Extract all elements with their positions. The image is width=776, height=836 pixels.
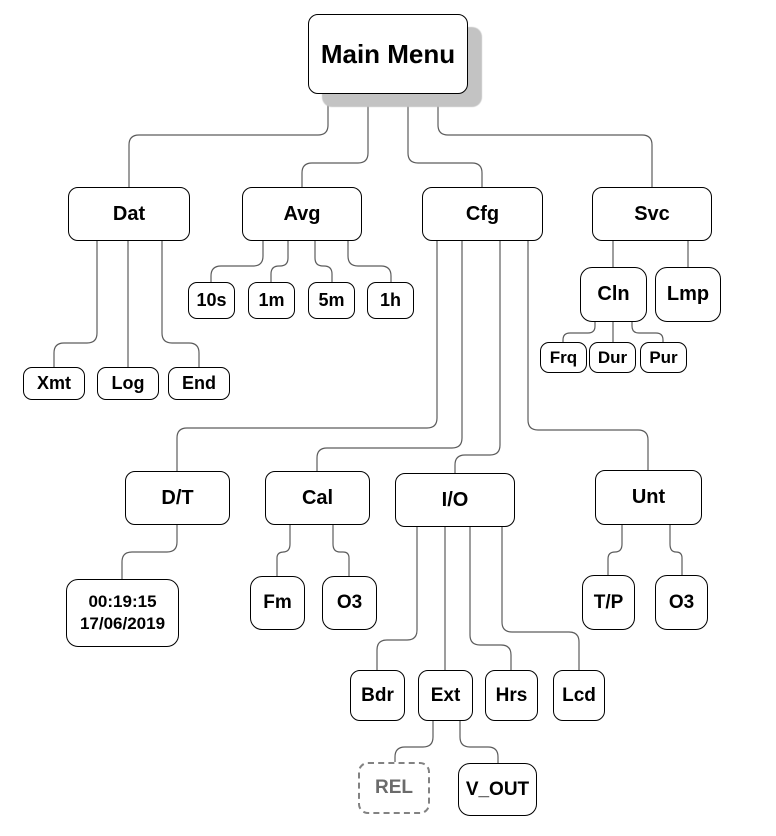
node-log: Log xyxy=(97,367,159,400)
edge-ext-rel xyxy=(394,721,434,763)
node-svc: Svc xyxy=(592,187,712,241)
node-rel: REL xyxy=(358,762,430,814)
edge-unt-o3 xyxy=(669,525,683,576)
node-unt: Unt xyxy=(595,470,702,525)
edge-avg-10s xyxy=(210,241,264,283)
node-svc-label: Svc xyxy=(634,202,670,225)
edge-cfg-cal xyxy=(316,241,463,472)
edge-cfg-dt xyxy=(176,241,438,472)
edge-cln-pur xyxy=(631,322,664,343)
node-main-menu: Main Menu xyxy=(308,14,468,94)
node-dt: D/T xyxy=(125,471,230,525)
node-o3-unt-label: O3 xyxy=(668,591,695,613)
node-bdr: Bdr xyxy=(350,670,405,721)
node-1m: 1m xyxy=(248,282,295,319)
node-cal-label: Cal xyxy=(301,486,334,509)
node-5m-label: 5m xyxy=(318,290,345,310)
edge-main-avg xyxy=(301,94,369,188)
node-1h: 1h xyxy=(367,282,414,319)
node-dt-label: D/T xyxy=(161,486,194,509)
node-10s: 10s xyxy=(188,282,235,319)
node-cln-label: Cln xyxy=(597,283,630,305)
node-hrs: Hrs xyxy=(485,670,538,721)
node-o3-cal: O3 xyxy=(322,576,377,630)
edge-dt-datetime xyxy=(121,525,178,580)
edge-cfg-io xyxy=(454,241,501,474)
node-frq-label: Frq xyxy=(549,347,578,367)
node-end-label: End xyxy=(182,373,216,393)
node-o3-cal-label: O3 xyxy=(336,592,363,613)
node-lcd: Lcd xyxy=(553,670,605,721)
node-bdr-label: Bdr xyxy=(361,684,394,706)
node-rel-label: REL xyxy=(375,777,413,798)
edge-main-cfg xyxy=(407,94,483,188)
edge-ext-vout xyxy=(459,721,499,764)
node-lmp-label: Lmp xyxy=(666,283,710,305)
node-xmt-label: Xmt xyxy=(36,373,71,393)
edge-dat-xmt xyxy=(53,241,98,368)
node-hrs-label: Hrs xyxy=(495,684,528,706)
edge-cal-o3 xyxy=(332,525,350,577)
node-dur-label: Dur xyxy=(597,347,628,367)
node-unt-label: Unt xyxy=(631,486,666,508)
node-fm-label: Fm xyxy=(263,592,292,613)
node-dur: Dur xyxy=(589,342,636,373)
node-main-menu-label: Main Menu xyxy=(320,38,456,69)
node-log-label: Log xyxy=(111,373,145,393)
datetime-time: 00:19:15 xyxy=(88,592,157,611)
node-o3-unt: O3 xyxy=(655,575,708,630)
node-cal: Cal xyxy=(265,471,370,525)
edge-main-svc xyxy=(437,94,653,188)
node-fm: Fm xyxy=(250,576,305,630)
edge-cfg-unt xyxy=(527,241,649,471)
node-avg-label: Avg xyxy=(283,202,321,225)
node-xmt: Xmt xyxy=(23,367,85,400)
node-lmp: Lmp xyxy=(655,267,721,322)
node-5m: 5m xyxy=(308,282,355,319)
edge-main-dat xyxy=(128,94,329,188)
edge-avg-1h xyxy=(347,241,392,283)
edge-cal-fm xyxy=(276,525,291,577)
edge-dat-end xyxy=(161,241,200,368)
node-1h-label: 1h xyxy=(379,290,401,310)
edge-io-lcd xyxy=(501,527,580,671)
edge-cln-frq xyxy=(562,322,596,343)
edge-avg-1m xyxy=(270,241,289,283)
node-datetime: 00:19:15 17/06/2019 xyxy=(66,579,179,647)
node-dat-label: Dat xyxy=(112,202,146,225)
node-ext-label: Ext xyxy=(430,684,461,706)
node-frq: Frq xyxy=(540,342,587,373)
node-io-label: I/O xyxy=(441,488,469,511)
node-tp: T/P xyxy=(582,575,635,630)
node-pur-label: Pur xyxy=(649,347,678,367)
node-vout-label: V_OUT xyxy=(465,778,530,800)
node-vout: V_OUT xyxy=(458,763,537,816)
node-cfg: Cfg xyxy=(422,187,543,241)
node-tp-label: T/P xyxy=(593,591,624,613)
node-cfg-label: Cfg xyxy=(465,202,500,225)
node-lcd-label: Lcd xyxy=(562,684,596,706)
edge-unt-tp xyxy=(607,525,623,576)
node-end: End xyxy=(168,367,230,400)
node-avg: Avg xyxy=(242,187,362,241)
node-ext: Ext xyxy=(418,670,473,721)
node-cln: Cln xyxy=(580,267,647,322)
node-io: I/O xyxy=(395,473,515,527)
edge-io-bdr xyxy=(376,527,418,671)
node-dat: Dat xyxy=(68,187,190,241)
node-1m-label: 1m xyxy=(258,290,285,310)
node-10s-label: 10s xyxy=(196,290,227,310)
edge-io-hrs xyxy=(469,527,512,671)
datetime-date: 17/06/2019 xyxy=(79,614,166,633)
node-pur: Pur xyxy=(640,342,687,373)
edge-avg-5m xyxy=(314,241,333,283)
